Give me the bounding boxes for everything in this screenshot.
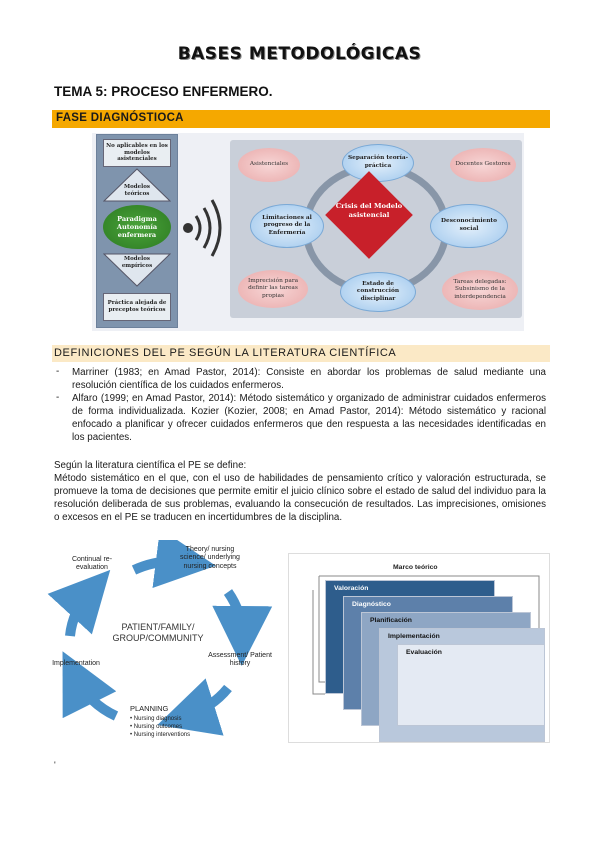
docentes-oval: Docentes Gestores: [450, 148, 516, 182]
practice-box: Práctica alejada de preceptos teóricos: [103, 293, 171, 321]
step-evaluacion-label: Evaluación: [406, 649, 442, 656]
bullet-dash: -: [56, 392, 60, 403]
paradigm-panel: No aplicables en los modelos asistencial…: [96, 134, 178, 328]
tareas-oval: Tareas delegadas: Subsinismo de la inter…: [442, 270, 518, 310]
crisis-panel: Asistenciales Separación teoría-práctica…: [230, 140, 522, 318]
definition-item-marriner: Marriner (1983; en Amad Pastor, 2014): C…: [72, 367, 546, 391]
signal-waves-icon: [183, 199, 222, 257]
assessment-label: Assessment/ Patient history: [208, 652, 272, 668]
planning-list: • Nursing diagnosis • Nursing outcomes •…: [130, 715, 190, 739]
asistenciales-oval: Asistenciales: [238, 148, 300, 182]
section-title-definiciones: DEFINICIONES DEL PE SEGÚN LA LITERATURA …: [54, 347, 397, 359]
section-title-fase: FASE DIAGNÓSTIOCA: [56, 112, 184, 124]
step-evaluacion: Evaluación: [397, 644, 545, 726]
nursing-process-cycle: [47, 540, 273, 736]
page-title: BASES METODOLÓGICAS: [177, 44, 422, 64]
imprecision-oval: Imprecisión para definir las tareas prop…: [238, 270, 308, 308]
continual-reevaluation-label: Continual re-evaluation: [71, 556, 113, 572]
triangle-down-shape: [103, 253, 171, 287]
triangle-up-shape: [103, 168, 171, 202]
theory-label: Theory/ nursing science/ underlying nurs…: [180, 546, 240, 570]
topic-heading: TEMA 5: PROCESO ENFERMERO.: [54, 84, 273, 99]
paradigm-circle: Paradigma Autonomía enfermera: [103, 205, 171, 249]
empirical-models-label: Modelos empíricos: [121, 256, 153, 269]
footer-mark: ': [54, 760, 56, 770]
section-bar-definiciones: DEFINICIONES DEL PE SEGÚN LA LITERATURA …: [52, 345, 550, 362]
desconocimiento-oval: Desconocimiento social: [430, 204, 508, 248]
planning-item: • Nursing interventions: [130, 732, 191, 738]
definition-intro: Según la literatura científica el PE se …: [54, 460, 247, 471]
step-implementacion-label: Implementación: [388, 633, 440, 640]
limitations-oval: Limitaciones al progreso de la Enfermerí…: [250, 204, 324, 248]
estado-oval: Estado de construcción disciplinar: [340, 272, 416, 312]
step-valoracion-label: Valoración: [334, 585, 369, 592]
separation-oval: Separación teoría-práctica: [342, 144, 414, 182]
not-applicable-box: No aplicables en los modelos asistencial…: [103, 139, 171, 167]
definition-paragraph: Método sistemático en el que, con el uso…: [54, 473, 546, 523]
bullet-dash: -: [56, 366, 60, 377]
paradigm-label: Paradigma Autonomía enfermera: [116, 214, 158, 240]
marco-teorico-label: Marco teórico: [393, 564, 438, 571]
theoretical-models-label: Modelos teóricos: [124, 184, 150, 197]
step-diagnostico-label: Diagnóstico: [352, 601, 391, 608]
section-bar-fase: FASE DIAGNÓSTIOCA: [52, 110, 550, 128]
planning-label: PLANNING: [130, 704, 169, 713]
definition-item-alfaro: Alfaro (1999; en Amad Pastor, 2014): Mét…: [72, 393, 546, 443]
crisis-label: Crisis del Modelo asistencial: [335, 202, 403, 219]
implementation-label: Implementation: [52, 660, 100, 667]
step-planificacion-label: Planificación: [370, 617, 412, 624]
planning-item: • Nursing outcomes: [130, 724, 183, 730]
planning-item: • Nursing diagnosis: [130, 716, 182, 722]
patient-community-label: PATIENT/FAMILY/ GROUP/COMMUNITY: [112, 622, 204, 644]
process-steps-diagram: Marco teórico Valoración Diagnóstico Pla…: [288, 553, 550, 743]
